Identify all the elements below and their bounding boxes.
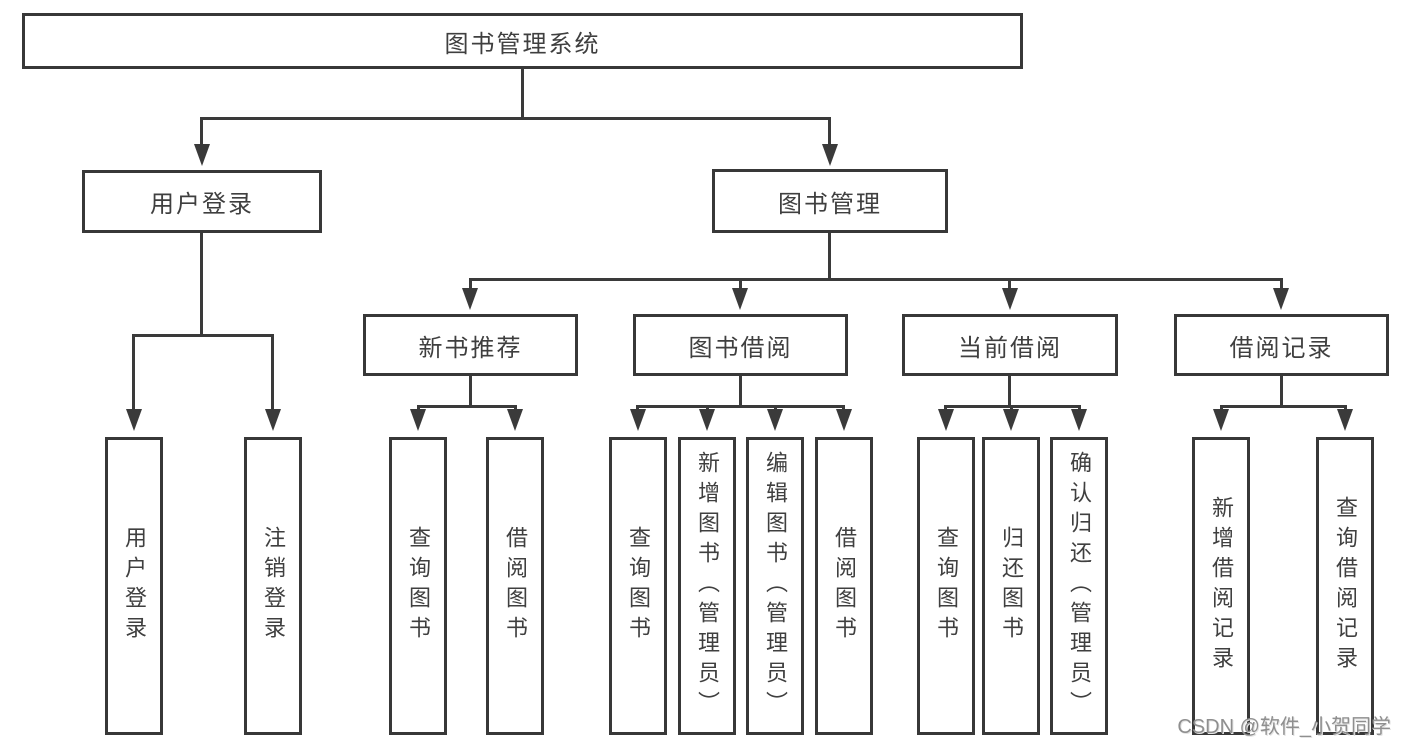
arrow-down-icon — [462, 288, 478, 310]
leaf-borrow-books-recommend-label: 借阅图书 — [503, 526, 528, 646]
leaf-borrow-books-recommend: 借阅图书 — [486, 437, 544, 735]
leaf-user-login-label: 用户登录 — [122, 526, 147, 646]
arrow-down-icon — [126, 409, 142, 431]
connector-new-book-recommend-stem — [469, 376, 472, 408]
connector-level3-drop — [469, 278, 472, 291]
arrow-down-icon — [1213, 409, 1229, 431]
node-book-management: 图书管理 — [712, 169, 948, 233]
arrow-down-icon — [507, 409, 523, 431]
leaf-query-books-borrow: 查询图书 — [609, 437, 667, 735]
leaf-query-books-recommend-label: 查询图书 — [406, 526, 431, 646]
arrow-down-icon — [410, 409, 426, 431]
leaf-user-login: 用户登录 — [105, 437, 163, 735]
node-new-book-recommend-label: 新书推荐 — [418, 334, 523, 362]
leaf-edit-books-admin: 编辑图书（管理员） — [746, 437, 804, 735]
connector-book-borrow-hbar — [636, 405, 845, 408]
node-book-borrow-label: 图书借阅 — [688, 334, 793, 362]
leaf-add-books-admin-label: 新增图书（管理员） — [695, 451, 720, 721]
node-user-login-label: 用户登录 — [150, 191, 254, 218]
connector-new-book-recommend-hbar — [417, 405, 517, 408]
leaf-edit-books-admin-label: 编辑图书（管理员） — [763, 451, 788, 721]
connector-root-stem — [521, 69, 524, 118]
connector-leaf-drop — [271, 334, 274, 411]
connector-level3-drop — [1008, 278, 1011, 291]
arrow-down-icon — [822, 144, 838, 166]
node-new-book-recommend: 新书推荐 — [363, 314, 578, 376]
arrow-down-icon — [630, 409, 646, 431]
connector-book-management-drop — [828, 117, 831, 147]
arrow-down-icon — [194, 144, 210, 166]
arrow-down-icon — [732, 288, 748, 310]
arrow-down-icon — [1273, 288, 1289, 310]
leaf-confirm-return-admin: 确认归还（管理员） — [1050, 437, 1108, 735]
connector-leaf-drop — [132, 334, 135, 411]
node-root: 图书管理系统 — [22, 13, 1023, 69]
leaf-query-borrow-record: 查询借阅记录 — [1316, 437, 1374, 735]
connector-borrow-records-stem — [1280, 376, 1283, 408]
node-borrow-records-label: 借阅记录 — [1229, 334, 1334, 362]
leaf-query-books-current-label: 查询图书 — [934, 526, 959, 646]
arrow-down-icon — [265, 409, 281, 431]
leaf-return-books-label: 归还图书 — [999, 526, 1024, 646]
leaf-logout: 注销登录 — [244, 437, 302, 735]
node-book-management-label: 图书管理 — [778, 190, 882, 218]
arrow-down-icon — [836, 409, 852, 431]
leaf-return-books: 归还图书 — [982, 437, 1040, 735]
arrow-down-icon — [1002, 288, 1018, 310]
connector-user-login-drop — [200, 117, 203, 147]
connector-book-management-stem — [828, 233, 831, 280]
connector-book-management-hbar — [469, 278, 1283, 281]
arrow-down-icon — [699, 409, 715, 431]
leaf-confirm-return-admin-label: 确认归还（管理员） — [1067, 451, 1092, 721]
leaf-add-borrow-record-label: 新增借阅记录 — [1209, 496, 1234, 676]
connector-user-login-stem — [200, 233, 203, 336]
connector-user-login-hbar — [132, 334, 274, 337]
arrow-down-icon — [1071, 409, 1087, 431]
leaf-query-books-current: 查询图书 — [917, 437, 975, 735]
connector-level3-drop — [1280, 278, 1283, 291]
connector-level3-drop — [739, 278, 742, 291]
node-current-borrow: 当前借阅 — [902, 314, 1118, 376]
arrow-down-icon — [938, 409, 954, 431]
leaf-query-books-recommend: 查询图书 — [389, 437, 447, 735]
arrow-down-icon — [1003, 409, 1019, 431]
connector-root-hbar — [200, 117, 831, 120]
connector-current-borrow-stem — [1008, 376, 1011, 408]
arrow-down-icon — [767, 409, 783, 431]
arrow-down-icon — [1337, 409, 1353, 431]
connector-book-borrow-stem — [739, 376, 742, 408]
node-book-borrow: 图书借阅 — [633, 314, 848, 376]
leaf-borrow-books: 借阅图书 — [815, 437, 873, 735]
watermark: CSDN @软件_小贺同学 — [1177, 716, 1391, 738]
node-current-borrow-label: 当前借阅 — [958, 334, 1062, 362]
leaf-query-borrow-record-label: 查询借阅记录 — [1333, 496, 1358, 676]
connector-borrow-records-hbar — [1220, 405, 1346, 408]
leaf-add-books-admin: 新增图书（管理员） — [678, 437, 736, 735]
leaf-logout-label: 注销登录 — [261, 526, 286, 646]
leaf-borrow-books-label: 借阅图书 — [832, 526, 857, 646]
node-root-label: 图书管理系统 — [444, 30, 601, 58]
leaf-add-borrow-record: 新增借阅记录 — [1192, 437, 1250, 735]
leaf-query-books-borrow-label: 查询图书 — [626, 526, 651, 646]
node-borrow-records: 借阅记录 — [1174, 314, 1389, 376]
node-user-login: 用户登录 — [82, 170, 322, 233]
